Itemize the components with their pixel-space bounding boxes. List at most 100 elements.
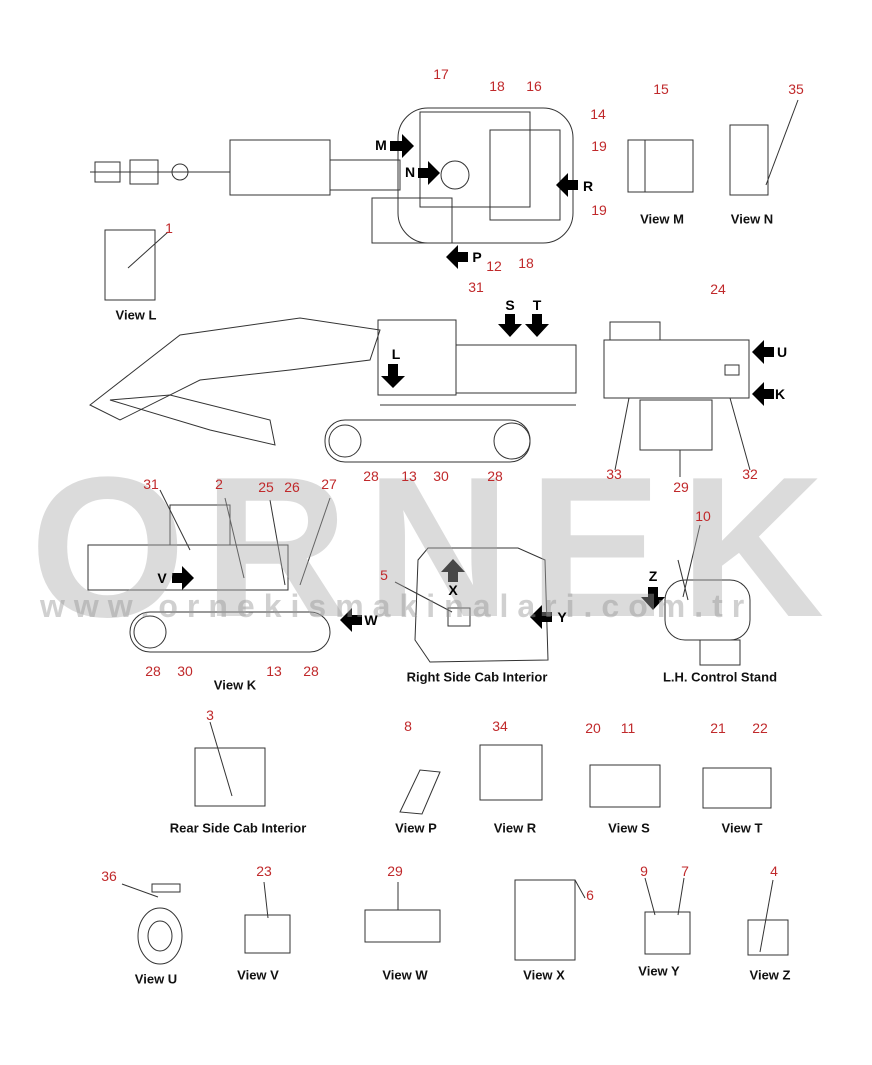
arrow-label-t: T	[532, 297, 542, 313]
callout-31-k: 31	[143, 476, 159, 492]
view-v-drawing	[244, 881, 291, 954]
arrow-label-r: R	[582, 178, 594, 194]
lh-control-stand-drawing	[664, 524, 751, 666]
callout-17: 17	[433, 66, 449, 82]
callout-28-side-left: 28	[363, 468, 379, 484]
callout-7: 7	[681, 863, 689, 879]
view-n-drawing	[729, 99, 799, 196]
callout-10: 10	[695, 508, 711, 524]
view-t-drawing	[702, 767, 772, 809]
arrow-label-y: Y	[557, 609, 567, 625]
caption-view-r: View R	[493, 820, 537, 836]
callout-27: 27	[321, 476, 337, 492]
caption-view-z: View Z	[749, 967, 791, 983]
arrow-p	[446, 245, 468, 269]
arrow-label-s: S	[505, 297, 515, 313]
callout-29-rear: 29	[673, 479, 689, 495]
arrow-label-l: L	[391, 346, 401, 362]
callout-3: 3	[206, 707, 214, 723]
arrow-v	[172, 566, 194, 590]
callout-30-k: 30	[177, 663, 193, 679]
callout-11: 11	[620, 720, 636, 736]
callout-19-upper: 19	[591, 138, 607, 154]
callout-28-side-right: 28	[487, 468, 503, 484]
view-x-drawing	[514, 879, 586, 961]
view-k-drawing	[87, 489, 331, 653]
callout-36: 36	[101, 868, 117, 884]
caption-right-side-cab-interior: Right Side Cab Interior	[406, 669, 548, 685]
arrow-label-m: M	[375, 137, 387, 153]
arrow-label-w: W	[364, 612, 378, 628]
view-z-drawing	[747, 879, 789, 956]
watermark-brand: ORNEK	[30, 436, 843, 659]
arrow-n	[418, 161, 440, 185]
arrow-label-v: V	[157, 570, 167, 586]
view-p-drawing	[399, 769, 441, 815]
view-u-drawing	[121, 883, 183, 965]
callout-13-side: 13	[401, 468, 417, 484]
side-view-excavator	[89, 317, 577, 463]
caption-view-s: View S	[608, 820, 650, 836]
callout-13-k: 13	[266, 663, 282, 679]
arrow-x	[441, 559, 465, 582]
callout-21: 21	[710, 720, 726, 736]
callout-12: 12	[486, 258, 502, 274]
arrow-w	[340, 608, 362, 632]
callout-1: 1	[165, 220, 173, 236]
rear-view-machine	[603, 321, 751, 477]
caption-view-t: View T	[721, 820, 763, 836]
callout-18-top: 18	[489, 78, 505, 94]
callout-9: 9	[640, 863, 648, 879]
arrow-label-u: U	[776, 344, 788, 360]
arrow-u	[752, 340, 774, 364]
arrow-m	[390, 134, 414, 158]
caption-view-p: View P	[395, 820, 437, 836]
caption-rear-side-cab-interior: Rear Side Cab Interior	[169, 820, 307, 836]
callout-28-k-right: 28	[303, 663, 319, 679]
arrow-k	[752, 382, 774, 406]
callout-4: 4	[770, 863, 778, 879]
callout-16: 16	[526, 78, 542, 94]
caption-view-k: View K	[213, 677, 257, 693]
view-y-drawing	[644, 877, 691, 955]
callout-28-k-left: 28	[145, 663, 161, 679]
view-r-drawing	[479, 744, 543, 801]
callout-26: 26	[284, 479, 300, 495]
callout-30-side: 30	[433, 468, 449, 484]
arrow-label-k: K	[774, 386, 786, 402]
caption-view-y: View Y	[638, 963, 680, 979]
callout-19-lower: 19	[591, 202, 607, 218]
caption-view-u: View U	[134, 971, 178, 987]
caption-view-l: View L	[115, 307, 157, 323]
callout-22: 22	[752, 720, 768, 736]
view-s-drawing	[589, 764, 661, 808]
arrow-l	[381, 364, 405, 388]
callout-31-top: 31	[468, 279, 484, 295]
callout-29-w: 29	[387, 863, 403, 879]
arrow-r	[556, 173, 578, 197]
arrow-label-x: X	[448, 582, 458, 598]
caption-lh-control-stand: L.H. Control Stand	[662, 669, 778, 685]
arrow-t	[525, 314, 549, 337]
callout-33: 33	[606, 466, 622, 482]
callout-6: 6	[586, 887, 594, 903]
callout-24: 24	[710, 281, 726, 297]
arrow-s	[498, 314, 522, 337]
caption-view-v: View V	[237, 967, 279, 983]
caption-view-w: View W	[382, 967, 428, 983]
callout-2: 2	[215, 476, 223, 492]
arrow-y	[530, 605, 552, 629]
caption-view-x: View X	[523, 967, 565, 983]
callout-32: 32	[742, 466, 758, 482]
callout-8: 8	[404, 718, 412, 734]
callout-15: 15	[653, 81, 669, 97]
arrow-label-z: Z	[648, 568, 658, 584]
callout-20: 20	[585, 720, 601, 736]
caption-view-m: View M	[640, 211, 684, 227]
caption-view-n: View N	[730, 211, 774, 227]
arrow-label-p: P	[472, 249, 482, 265]
view-arrows	[172, 134, 774, 632]
arrow-label-n: N	[404, 164, 416, 180]
